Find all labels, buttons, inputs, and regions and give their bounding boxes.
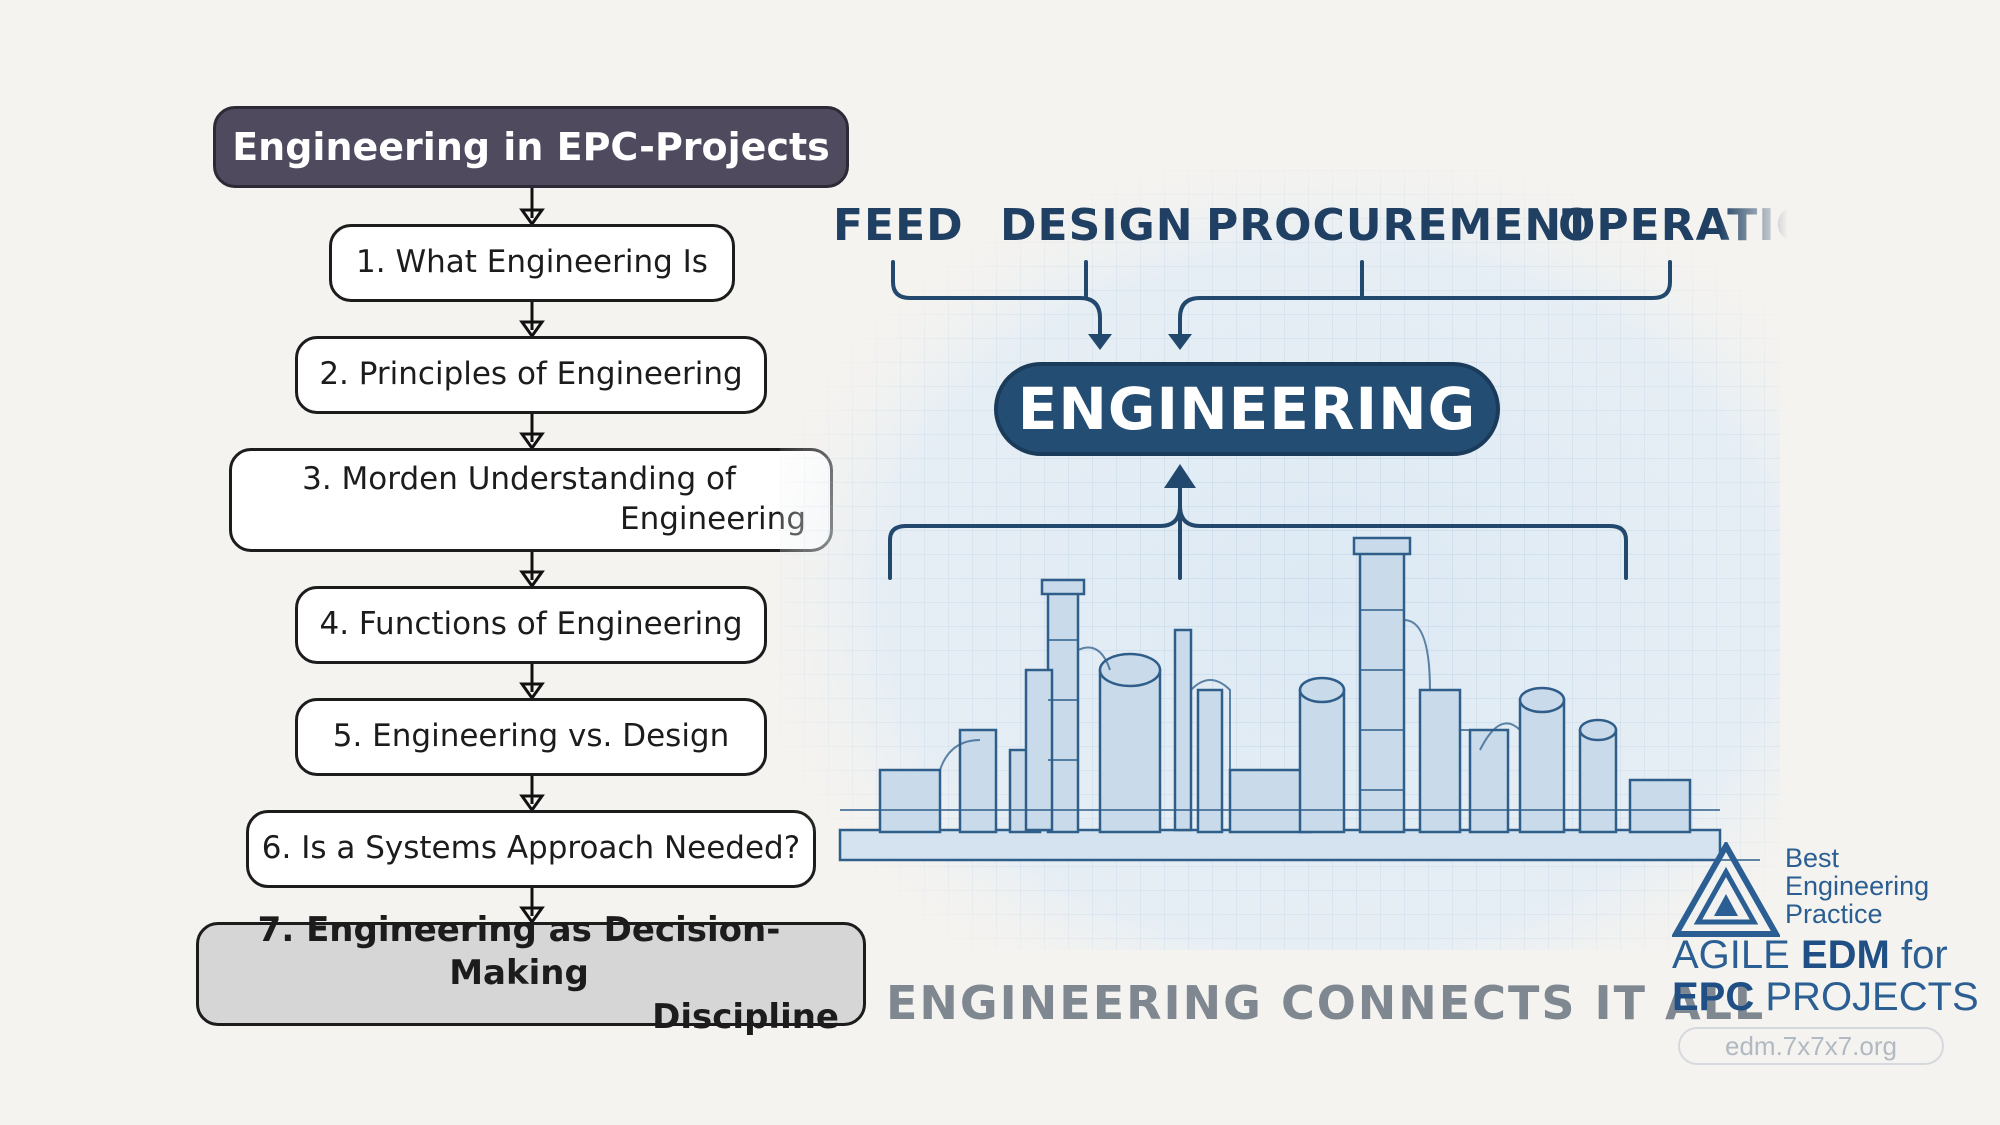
step-4-label: 4. Functions of Engineering [319, 606, 743, 643]
flow-title: Engineering in EPC-Projects [213, 106, 849, 188]
step-1-box: 1. What Engineering Is [329, 224, 735, 302]
brand-tagline: Best Engineering Practice [1785, 843, 1930, 929]
brand-line-practice: Practice [1785, 898, 1883, 929]
blueprint-illustration [780, 170, 1780, 950]
step-4-box: 4. Functions of Engineering [295, 586, 767, 664]
step-7-label-line1: 7. Engineering as Decision-Making [257, 909, 781, 994]
illustration-caption: ENGINEERING CONNECTS IT ALL [886, 976, 1766, 1030]
step-6-label: 6. Is a Systems Approach Needed? [261, 830, 801, 867]
arrow-4-to-5 [519, 664, 545, 700]
brand-for: for [1900, 933, 1948, 977]
step-5-box: 5. Engineering vs. Design [295, 698, 767, 776]
arrow-3-to-4 [519, 552, 545, 588]
triangle-logo-icon [1672, 842, 1780, 937]
brand-edm: EDM [1800, 933, 1890, 977]
step-3-box: 3. Morden Understanding of Engineering [229, 448, 833, 552]
brand-line-engineering: Engineering [1785, 870, 1930, 901]
arrow-title-to-1 [519, 188, 545, 226]
engineering-pill: ENGINEERING [994, 362, 1500, 456]
brand-name: AGILE EDM for EPC PROJECTS [1672, 934, 1979, 1018]
arrow-6-to-7 [519, 888, 545, 924]
input-label-procurement: PROCUREMENT [1206, 200, 1594, 251]
brand-line-best: Best [1785, 843, 1840, 873]
step-7-label-line2: Discipline [652, 996, 839, 1037]
arrow-1-to-2 [519, 302, 545, 338]
step-3-label-line2: Engineering [620, 501, 806, 537]
step-2-box: 2. Principles of Engineering [295, 336, 767, 414]
brand-url-link[interactable]: edm.7x7x7.org [1678, 1027, 1944, 1065]
brand-projects: PROJECTS [1765, 975, 1979, 1019]
step-7-box-active: 7. Engineering as Decision-Making Discip… [196, 910, 866, 1037]
brand-agile: AGILE [1672, 933, 1790, 977]
arrow-2-to-3 [519, 414, 545, 450]
brand-epc: EPC [1672, 975, 1755, 1019]
step-1-label: 1. What Engineering Is [356, 244, 708, 281]
step-3-label-line1: 3. Morden Understanding of [302, 461, 736, 498]
input-label-design: DESIGN [1000, 200, 1194, 251]
input-label-feed: FEED [833, 200, 964, 251]
step-6-box: 6. Is a Systems Approach Needed? [246, 810, 816, 888]
step-2-label: 2. Principles of Engineering [319, 356, 743, 393]
arrow-5-to-6 [519, 776, 545, 812]
input-label-operations: OPERATIC [1558, 200, 1788, 251]
step-5-label: 5. Engineering vs. Design [332, 718, 730, 755]
